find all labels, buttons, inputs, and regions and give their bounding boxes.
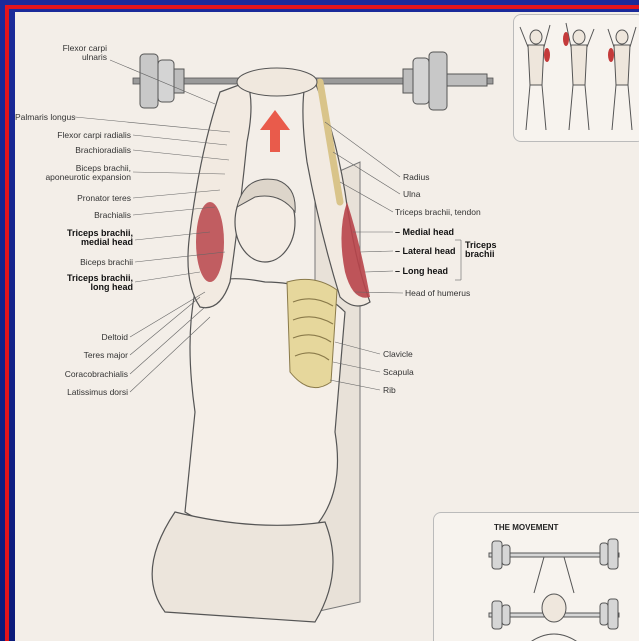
label-palmaris-longus: Palmaris longus	[15, 113, 73, 122]
label-deltoid: Deltoid	[25, 333, 128, 342]
movement-title: THE MOVEMENT	[494, 523, 558, 532]
label-triceps-tendon: Triceps brachii, tendon	[395, 208, 481, 217]
movement-thumbnail: THE MOVEMENT	[433, 512, 639, 641]
label-latissimus-dorsi: Latissimus dorsi	[25, 388, 128, 397]
label-head-of-humerus: Head of humerus	[405, 289, 470, 298]
upward-arrow	[260, 110, 290, 152]
muscle-map-thumbnail	[513, 14, 639, 142]
label-lateral-head: – Lateral head	[395, 247, 456, 256]
label-medial-head: – Medial head	[395, 228, 454, 237]
label-coracobrachialis: Coracobrachialis	[25, 370, 128, 379]
hands	[237, 68, 317, 96]
label-radius: Radius	[403, 173, 429, 182]
label-flexor-carpi-radialis: Flexor carpi radialis	[25, 131, 131, 140]
label-triceps-medial-head: Triceps brachii, medial head	[25, 229, 133, 247]
muscle-map-figures	[514, 15, 639, 141]
illustration-panel: Flexor carpi ulnaris Palmaris longus Fle…	[15, 12, 639, 641]
ribcage	[287, 279, 337, 387]
label-biceps-brachii: Biceps brachii	[25, 258, 133, 267]
label-flexor-carpi-ulnaris: Flexor carpi ulnaris	[35, 44, 107, 62]
movement-drawing	[434, 513, 639, 641]
label-brachioradialis: Brachioradialis	[25, 146, 131, 155]
label-long-head: – Long head	[395, 267, 448, 276]
label-biceps-aponeurotic: Biceps brachii, aponeurotic expansion	[25, 164, 131, 182]
label-rib: Rib	[383, 386, 396, 395]
label-pronator-teres: Pronator teres	[25, 194, 131, 203]
label-triceps-brachii-group: Triceps brachii	[465, 241, 497, 259]
label-brachialis: Brachialis	[25, 211, 131, 220]
label-triceps-long-head: Triceps brachii, long head	[25, 274, 133, 292]
label-scapula: Scapula	[383, 368, 414, 377]
legs	[152, 512, 333, 622]
left-triceps	[196, 202, 224, 282]
label-teres-major: Teres major	[25, 351, 128, 360]
label-clavicle: Clavicle	[383, 350, 413, 359]
label-ulna: Ulna	[403, 190, 420, 199]
